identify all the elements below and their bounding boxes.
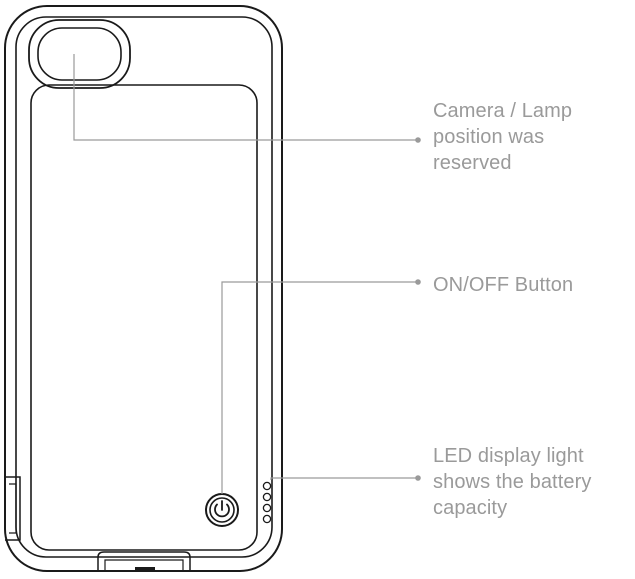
- led-dot-icon: [262, 503, 272, 513]
- case-inner-outline: [15, 16, 273, 558]
- led-dot-icon: [262, 492, 272, 502]
- led-leader-line: [270, 477, 416, 480]
- power-icon: [214, 500, 230, 518]
- power-callout-line-1: ON/OFF Button: [433, 274, 574, 296]
- led-indicators: [262, 481, 272, 524]
- camera-callout-line-2: position was: [433, 126, 545, 148]
- camera-callout-line-1: Camera / Lamp: [433, 100, 573, 122]
- camera-cutout-icon: [28, 19, 131, 89]
- battery-back-panel: [30, 84, 258, 551]
- led-callout-label: LED display light shows the battery capa…: [433, 443, 591, 521]
- led-dot-icon: [262, 481, 272, 491]
- side-port: [5, 476, 21, 541]
- leader-lines: [73, 54, 416, 494]
- case-outer-outline: [4, 5, 283, 572]
- camera-callout-label: Camera / Lamp position was reserved: [433, 98, 572, 176]
- led-callout-line-3: capacity: [433, 497, 508, 519]
- bottom-connector: [97, 551, 191, 572]
- led-dot-icon: [262, 514, 272, 524]
- camera-leader-line: [73, 54, 416, 141]
- power-leader-line: [221, 281, 416, 494]
- leader-endpoints: [415, 137, 421, 481]
- power-callout-label: ON/OFF Button: [433, 272, 573, 298]
- led-callout-line-1: LED display light: [433, 445, 584, 467]
- led-callout-line-2: shows the battery: [433, 471, 592, 493]
- power-button: [205, 493, 239, 527]
- camera-callout-line-3: reserved: [433, 152, 512, 174]
